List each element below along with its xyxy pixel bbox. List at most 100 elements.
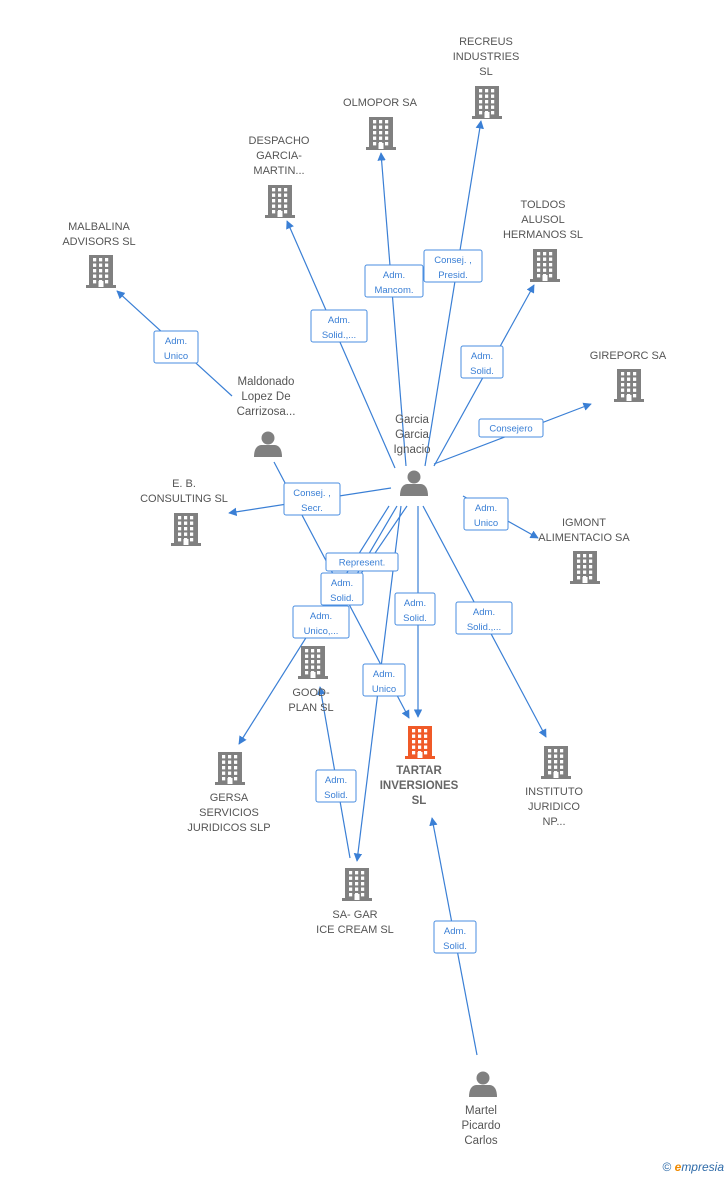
edge-label-garcia-despacho[interactable]: Adm. Solid.,... bbox=[310, 309, 368, 343]
edge-label-garcia-tartar[interactable]: Represent. bbox=[325, 552, 399, 572]
building-icon bbox=[86, 255, 116, 288]
building-icon bbox=[472, 86, 502, 119]
edge-label-text: Solid.,... bbox=[322, 330, 356, 341]
edge-label-box bbox=[364, 264, 424, 298]
edge-label-garcia-sagar[interactable]: Adm. Unico bbox=[362, 663, 406, 697]
building-icon bbox=[366, 117, 396, 150]
edge-label-text: Unico,... bbox=[304, 626, 339, 637]
edge-label-box bbox=[394, 592, 436, 626]
edge-label-box bbox=[463, 497, 509, 531]
edge-label-garcia-gireporc[interactable]: Consejero bbox=[478, 418, 544, 438]
edge-garcia-to-olmopor bbox=[377, 152, 407, 467]
edge-label-text: Adm. bbox=[310, 611, 332, 622]
edge-label-garcia-tartar[interactable]: Adm.Solid. bbox=[394, 592, 436, 626]
company-name: E. B.CONSULTING SL bbox=[140, 478, 228, 505]
edge-label-text: Consej. , bbox=[293, 488, 331, 499]
edge-label-text: Solid.,... bbox=[467, 622, 501, 633]
building-icon bbox=[614, 369, 644, 402]
edge-labels-layer: Consej. ,Presid. Adm. Mancom. Adm. Solid.,..… bbox=[153, 249, 544, 954]
edge-label-text: Solid. bbox=[403, 613, 427, 624]
building-icon bbox=[215, 752, 245, 785]
edge-label-text: Adm. bbox=[328, 315, 350, 326]
person-icon bbox=[469, 1071, 497, 1097]
edge-label-text: Adm. bbox=[373, 669, 395, 680]
edge-label-box bbox=[325, 552, 399, 572]
edge-label-maldonado-malbalina[interactable]: Adm.Unico bbox=[153, 330, 199, 364]
edge-label-text: Solid. bbox=[470, 366, 494, 377]
edge-label-garcia-gersa[interactable]: Adm. Unico,... bbox=[292, 605, 350, 639]
edge-label-garcia-igmont[interactable]: Adm.Unico bbox=[463, 497, 509, 531]
edge-label-text: Solid. bbox=[330, 593, 354, 604]
edge-label-text: Solid. bbox=[324, 790, 348, 801]
edge-label-box bbox=[292, 605, 350, 639]
edge-label-box bbox=[460, 345, 504, 379]
edge-label-text: Mancom. bbox=[374, 285, 413, 296]
edge-label-box bbox=[478, 418, 544, 438]
edge-label-garcia-goodplan[interactable]: Adm.Solid. bbox=[320, 572, 364, 606]
copyright-icon: © bbox=[662, 1160, 672, 1174]
edge-label-text: Represent. bbox=[339, 558, 385, 569]
edge-label-box bbox=[283, 482, 341, 516]
edge-label-box bbox=[315, 769, 357, 803]
edge-label-sagar-goodplan[interactable]: Adm. Solid. bbox=[315, 769, 357, 803]
edge-label-text: Adm. bbox=[444, 926, 466, 937]
edge-label-garcia-eb[interactable]: Consej. , Secr. bbox=[283, 482, 341, 516]
edge-label-box bbox=[362, 663, 406, 697]
building-icon bbox=[342, 868, 372, 901]
edge-label-garcia-toldos[interactable]: Adm.Solid. bbox=[460, 345, 504, 379]
edge-label-box bbox=[320, 572, 364, 606]
edge-label-text: Unico bbox=[164, 351, 188, 362]
company-name: GOOD-PLAN SL bbox=[288, 687, 333, 714]
building-icon bbox=[298, 646, 328, 679]
edge-garcia-to-despacho bbox=[286, 220, 396, 469]
edge-label-text: Adm. bbox=[475, 503, 497, 514]
edge-label-garcia-instituto[interactable]: Adm. Solid.,... bbox=[455, 601, 513, 635]
edge-label-box bbox=[423, 249, 483, 283]
building-icon bbox=[530, 249, 560, 282]
edge-label-box bbox=[153, 330, 199, 364]
brand-logo-text: mpresia bbox=[681, 1160, 724, 1174]
building-icon bbox=[570, 551, 600, 584]
edge-label-garcia-olmopor[interactable]: Adm. Mancom. bbox=[364, 264, 424, 298]
edge-label-text: Adm. bbox=[325, 775, 347, 786]
edge-label-text: Adm. bbox=[383, 270, 405, 281]
edge-label-garcia-recreus[interactable]: Consej. ,Presid. bbox=[423, 249, 483, 283]
company-node-eb[interactable]: E. B.CONSULTING SL bbox=[140, 478, 228, 546]
company-node-gireporc[interactable]: GIREPORC SA bbox=[590, 350, 667, 402]
edge-label-text: Secr. bbox=[301, 503, 323, 514]
edge-garcia-to-recreus bbox=[424, 120, 484, 467]
company-node-goodplan[interactable]: GOOD-PLAN SL bbox=[288, 646, 334, 714]
building-icon bbox=[171, 513, 201, 546]
edge-label-text: Consej. , bbox=[434, 255, 472, 266]
empresia-watermark[interactable]: © empresia bbox=[662, 1160, 724, 1174]
edge-label-text: Unico bbox=[372, 684, 396, 695]
edge-label-martel-tartar[interactable]: Adm.Solid. bbox=[433, 920, 477, 954]
edge-label-text: Consejero bbox=[489, 424, 532, 435]
company-name: GIREPORC SA bbox=[590, 350, 667, 362]
company-node-olmopor[interactable]: OLMOPOR SA bbox=[343, 97, 418, 150]
edge-label-text: Adm. bbox=[473, 607, 495, 618]
brand-logo-e: e bbox=[674, 1160, 682, 1174]
